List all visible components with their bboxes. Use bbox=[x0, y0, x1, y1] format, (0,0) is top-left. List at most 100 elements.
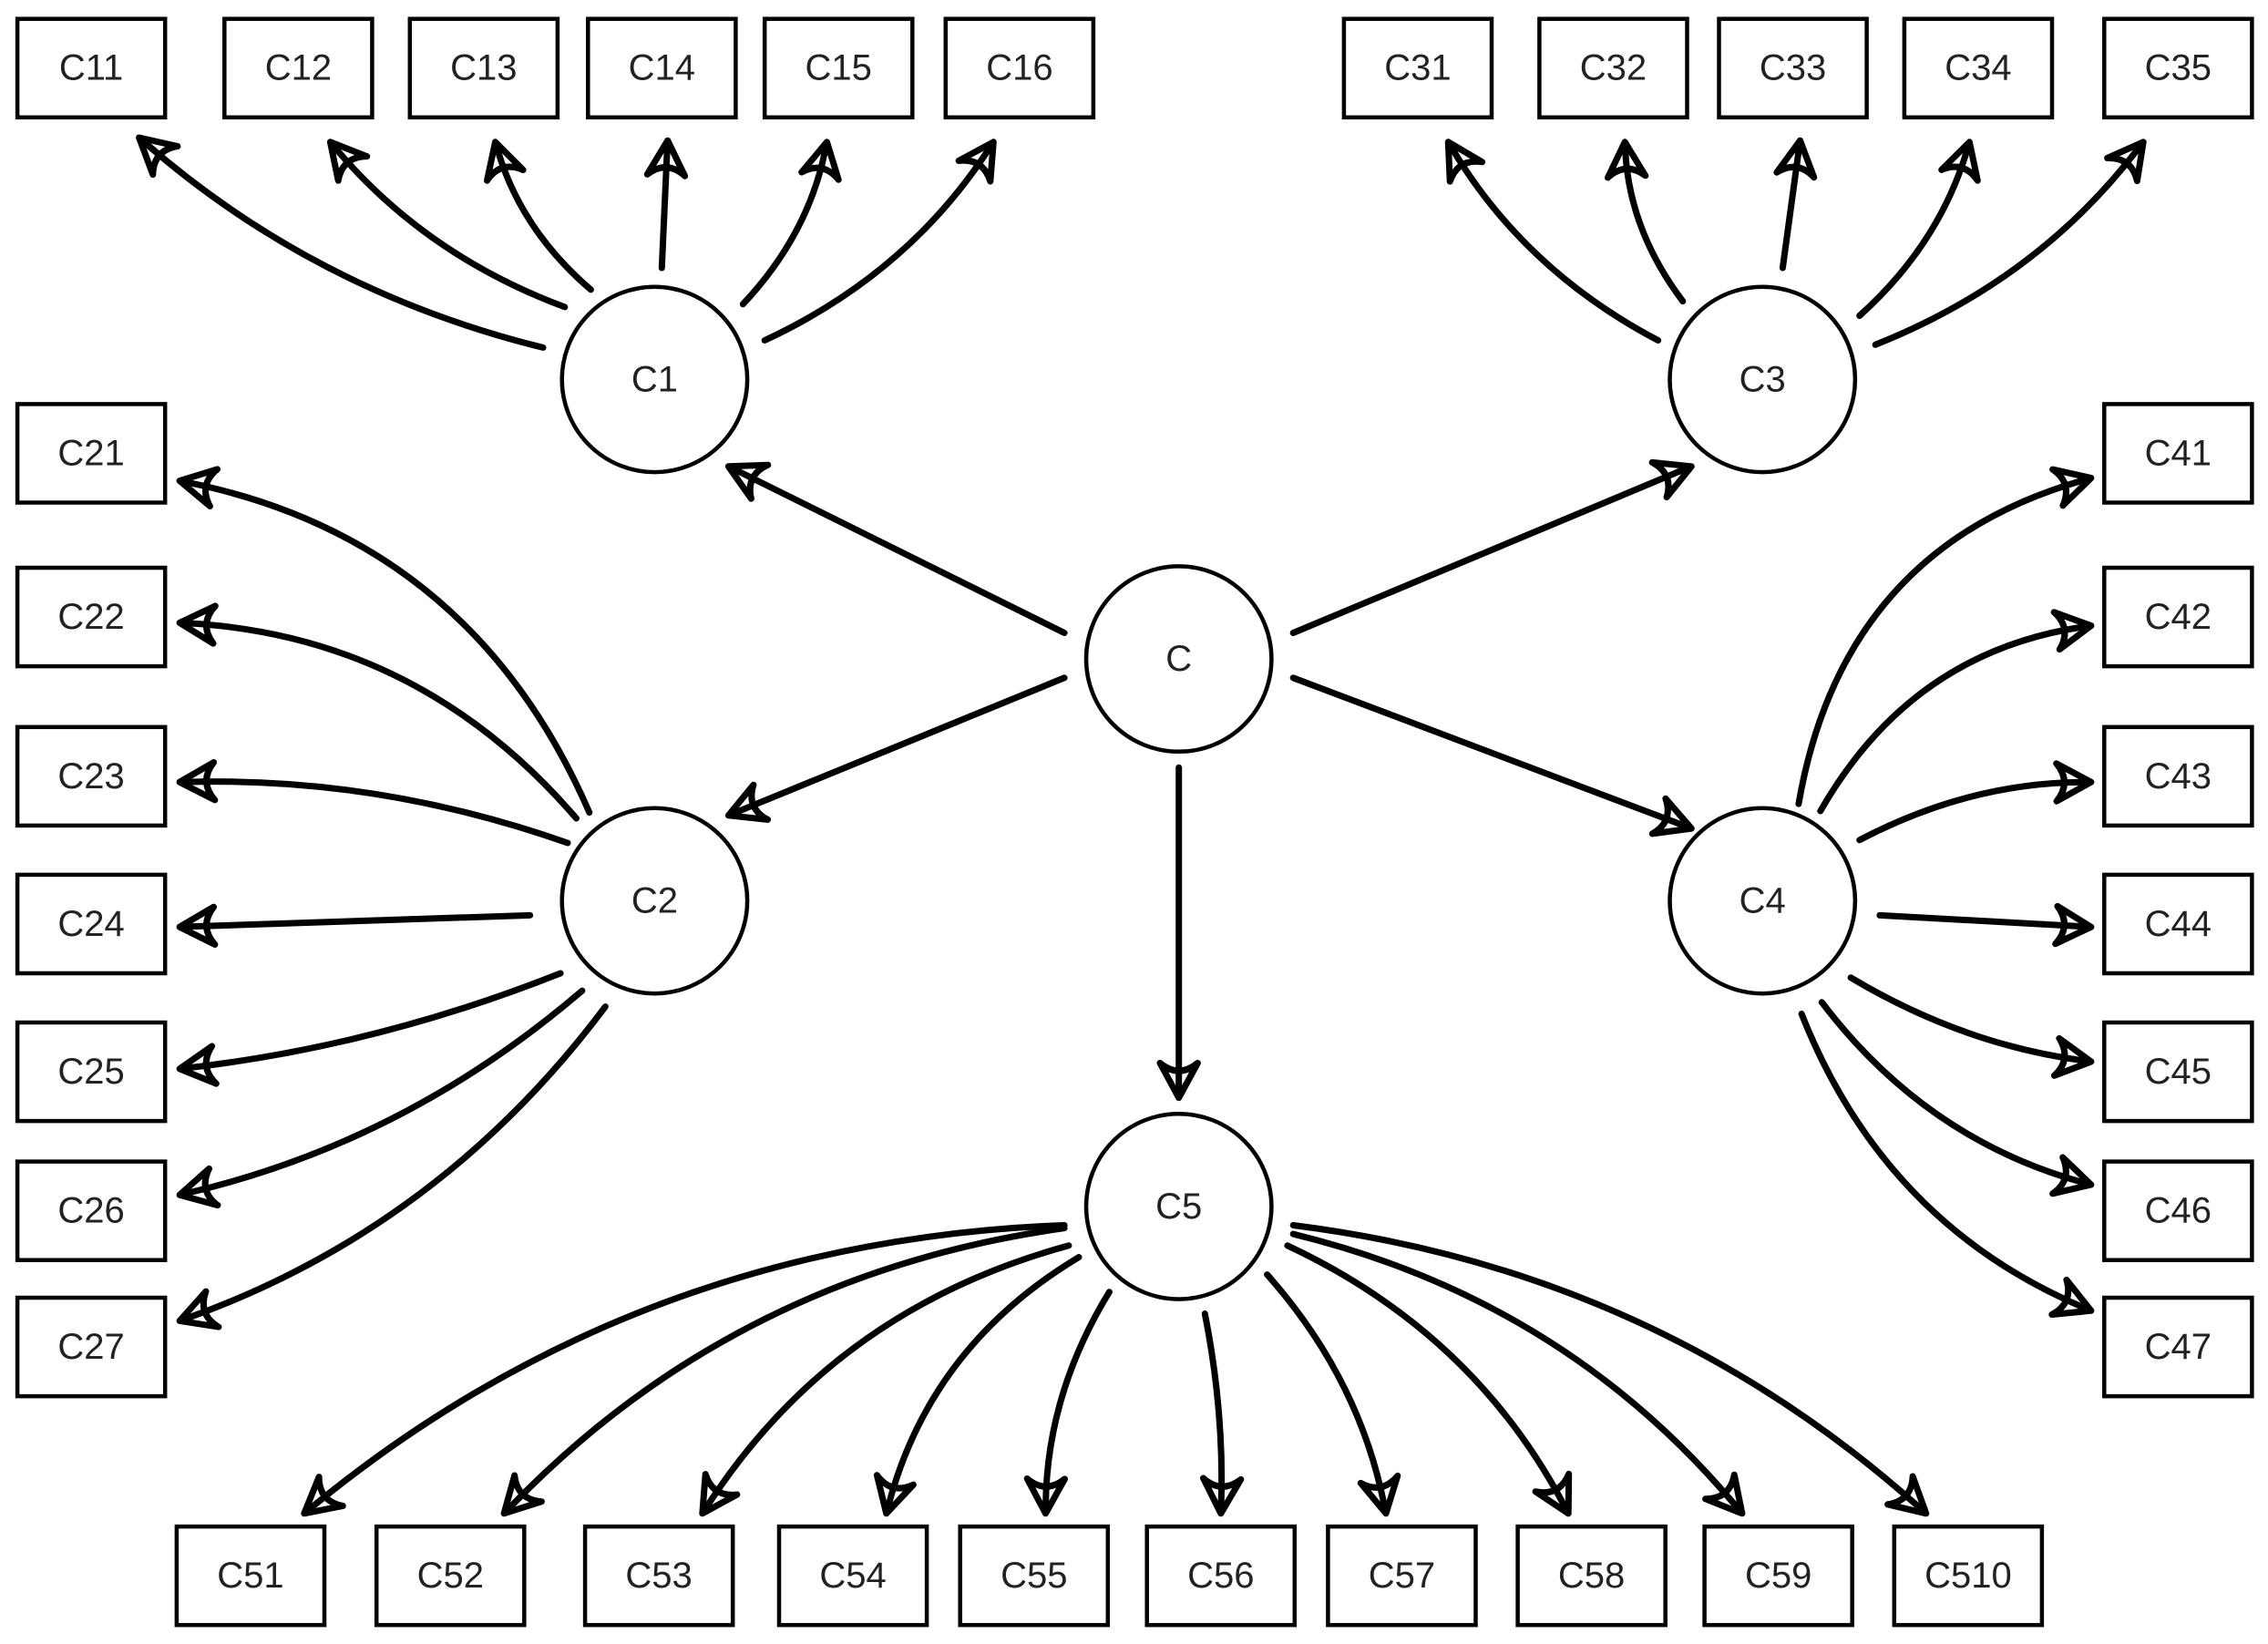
edge-c2-c22 bbox=[176, 602, 580, 822]
edge-c4-c43 bbox=[1856, 760, 2095, 844]
edge-c2-c25 bbox=[176, 970, 564, 1087]
node-label: C12 bbox=[265, 48, 332, 88]
node-c41: C41 bbox=[2102, 402, 2254, 505]
edge-c1-c16 bbox=[761, 139, 997, 344]
arrowhead-icon bbox=[176, 602, 219, 647]
edge-c1-c14 bbox=[643, 137, 689, 272]
edge-c1-c13 bbox=[484, 139, 594, 293]
edge-line bbox=[761, 146, 992, 344]
edge-line bbox=[1289, 466, 1687, 636]
node-c21: C21 bbox=[15, 402, 168, 505]
edge-line bbox=[184, 1003, 609, 1321]
node-box bbox=[2102, 1295, 2254, 1399]
node-c23: C23 bbox=[15, 724, 168, 828]
node-box bbox=[15, 16, 168, 120]
node-c15: C15 bbox=[762, 16, 915, 120]
edge-line bbox=[494, 147, 594, 293]
edge-c1-c11 bbox=[136, 134, 547, 351]
node-label: C35 bbox=[2145, 48, 2212, 88]
edge-c4-c47 bbox=[1798, 1011, 2095, 1318]
node-c16: C16 bbox=[943, 16, 1096, 120]
arrowhead-icon bbox=[724, 781, 771, 823]
edge-line bbox=[1284, 1242, 1568, 1509]
arrowhead-icon bbox=[1648, 795, 1695, 837]
node-box bbox=[1902, 16, 2055, 120]
node-label: C34 bbox=[1945, 48, 2011, 88]
arrowhead-icon bbox=[326, 139, 371, 184]
node-box bbox=[1537, 16, 1689, 120]
node-label: C24 bbox=[57, 904, 124, 944]
edge-c5-c59 bbox=[1289, 1230, 1746, 1517]
arrowhead-icon bbox=[1702, 1471, 1746, 1517]
edge-line bbox=[1856, 778, 2086, 844]
edge-line bbox=[1817, 623, 2086, 815]
edge-line bbox=[333, 145, 569, 311]
node-c13: C13 bbox=[407, 16, 560, 120]
node-box bbox=[15, 872, 168, 976]
node-c47: C47 bbox=[2102, 1295, 2254, 1399]
node-circle bbox=[559, 284, 750, 475]
edge-c2-c24 bbox=[176, 903, 534, 948]
node-label: C51 bbox=[217, 1556, 283, 1596]
edge-c4-c45 bbox=[1847, 974, 2095, 1079]
node-label: C11 bbox=[59, 48, 123, 88]
edge-c-c1 bbox=[724, 461, 1068, 636]
arrowhead-icon bbox=[2050, 1034, 2095, 1079]
edge-c3-c35 bbox=[1872, 139, 2147, 348]
node-c52: C52 bbox=[374, 1524, 527, 1628]
edge-c4-c41 bbox=[1795, 466, 2095, 807]
node-c510: C510 bbox=[1892, 1524, 2045, 1628]
node-c3: C3 bbox=[1668, 284, 1858, 475]
node-box bbox=[1717, 16, 1869, 120]
edge-line bbox=[733, 674, 1068, 816]
node-c2: C2 bbox=[559, 806, 750, 996]
edge-line bbox=[1289, 1230, 1740, 1510]
arrowhead-icon bbox=[1532, 1470, 1573, 1517]
node-label: C21 bbox=[57, 434, 124, 474]
arrowhead-icon bbox=[1648, 458, 1695, 500]
node-circle bbox=[559, 806, 750, 996]
edge-c5-c52 bbox=[500, 1225, 1068, 1517]
node-c34: C34 bbox=[1902, 16, 2055, 120]
node-label: C26 bbox=[57, 1191, 124, 1231]
edge-c1-c12 bbox=[326, 139, 569, 311]
arrowhead-icon bbox=[2049, 1154, 2095, 1197]
edges-layer bbox=[136, 134, 2147, 1517]
node-c1: C1 bbox=[559, 284, 750, 475]
arrowhead-icon bbox=[2048, 1276, 2095, 1318]
node-c5: C5 bbox=[1083, 1111, 1274, 1301]
edge-c3-c34 bbox=[1856, 139, 1981, 319]
node-c53: C53 bbox=[582, 1524, 735, 1628]
node-circle bbox=[1083, 564, 1274, 755]
node-label: C43 bbox=[2145, 756, 2212, 796]
node-box bbox=[2102, 565, 2254, 669]
node-label: C33 bbox=[1760, 48, 1826, 88]
arrowhead-icon bbox=[873, 1472, 917, 1517]
edge-line bbox=[307, 1222, 1068, 1512]
edge-c-c2 bbox=[724, 674, 1068, 823]
node-label: C13 bbox=[450, 48, 517, 88]
node-c35: C35 bbox=[2102, 16, 2254, 120]
node-c33: C33 bbox=[1717, 16, 1869, 120]
edge-c4-c44 bbox=[1876, 902, 2095, 948]
edge-line bbox=[703, 1242, 1072, 1510]
node-label: C53 bbox=[625, 1556, 692, 1596]
edge-line bbox=[1876, 911, 2086, 930]
edge-c2-c23 bbox=[176, 759, 571, 847]
node-label: C2 bbox=[631, 881, 678, 921]
node-box bbox=[2102, 872, 2254, 976]
edge-c2-c27 bbox=[176, 1003, 609, 1331]
node-box bbox=[2102, 1020, 2254, 1124]
node-label: C31 bbox=[1384, 48, 1451, 88]
edge-c3-c33 bbox=[1773, 137, 1818, 272]
node-box bbox=[1326, 1524, 1478, 1628]
node-label: C59 bbox=[1745, 1556, 1811, 1596]
arrowhead-icon bbox=[699, 1471, 741, 1517]
edge-line bbox=[1289, 674, 1687, 829]
edge-line bbox=[1264, 1271, 1388, 1508]
arrowhead-icon bbox=[176, 1165, 221, 1209]
edge-line bbox=[1818, 999, 2087, 1186]
node-c57: C57 bbox=[1326, 1524, 1478, 1628]
node-label: C32 bbox=[1580, 48, 1647, 88]
